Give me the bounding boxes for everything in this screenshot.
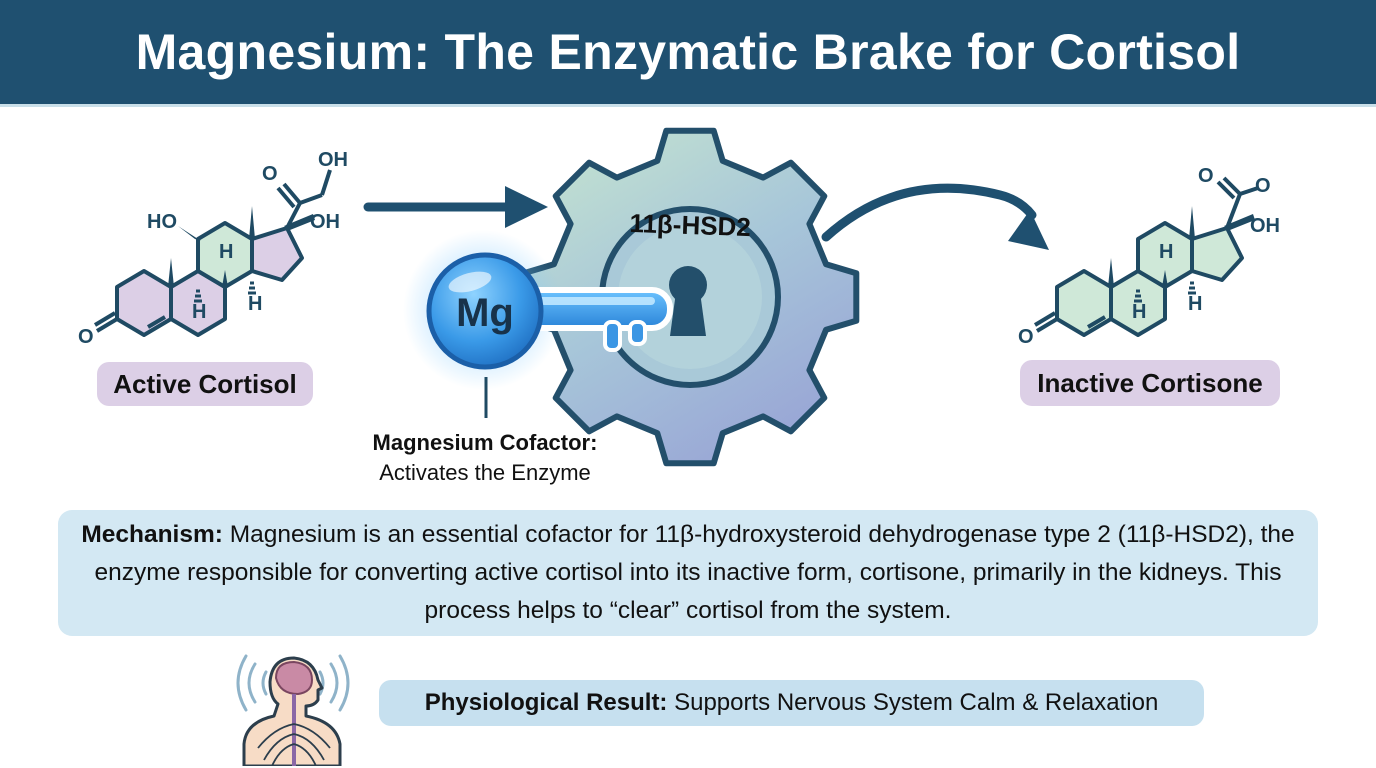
atom-o: O [78,326,94,348]
result-label: Physiological Result: [424,689,668,716]
cortisol-atom-labels: OH O HO OH H H H O [78,149,348,348]
result-text-block: Physiological Result: Supports Nervous S… [425,689,1159,717]
magnesium-symbol: Mg [456,291,514,335]
atom-o: O [262,163,278,185]
cortisol-hash-bonds [194,281,256,303]
atom-h: H [1188,293,1202,315]
cofactor-caption-text: Activates the Enzyme [379,460,591,485]
result-text: Supports Nervous System Calm & Relaxatio… [667,689,1159,716]
ring-a [115,269,173,337]
cortisone-hash-bonds [1134,281,1196,303]
cortisol-stereo-bonds [168,206,315,287]
mechanism-text-block: Mechanism: Magnesium is an essential cof… [72,516,1304,630]
cortisone-structure [1033,176,1259,337]
atom-o: O [1255,175,1271,197]
atom-o: O [1198,165,1214,187]
reaction-arrow-in [363,186,548,228]
keyhole-icon [669,266,707,336]
atom-oh: OH [1250,215,1280,237]
calm-waves-icon [236,654,350,712]
cortisone-stereo-bonds [1108,206,1255,287]
atom-h: H [192,301,206,323]
cofactor-caption: Magnesium Cofactor: Activates the Enzyme [340,428,630,488]
page-title: Magnesium: The Enzymatic Brake for Corti… [135,24,1241,80]
atom-oh: OH [318,149,348,171]
nervous-system-icon [236,654,350,766]
brain-icon [274,660,314,696]
ring-d [250,226,304,282]
inactive-cortisone-label: Inactive Cortisone [1020,360,1280,406]
mechanism-label: Mechanism: [81,521,223,548]
enzyme-label: 11β-HSD2 [629,208,751,242]
physiological-result-box: Physiological Result: Supports Nervous S… [379,680,1204,726]
atom-h: H [248,293,262,315]
cortisone-atom-labels: O O OH H H H O [1018,165,1280,348]
atom-o: O [1018,326,1034,348]
cofactor-caption-title: Magnesium Cofactor: [372,430,598,455]
atom-h: H [219,241,233,263]
mechanism-text: Magnesium is an essential cofactor for 1… [94,521,1295,624]
title-banner: Magnesium: The Enzymatic Brake for Corti… [0,0,1376,107]
cortisol-structure [93,169,332,337]
mechanism-box: Mechanism: Magnesium is an essential cof… [58,510,1318,636]
active-cortisol-label: Active Cortisol [97,362,313,406]
atom-h: H [1159,241,1173,263]
atom-ho: HO [147,211,177,233]
reaction-arrow-out [821,183,1049,250]
atom-oh: OH [310,211,340,233]
atom-h: H [1132,301,1146,323]
diagram-canvas: OH O HO OH H H H O 11β-HSD2 Mg [78,127,1280,467]
key-icon [403,230,673,390]
